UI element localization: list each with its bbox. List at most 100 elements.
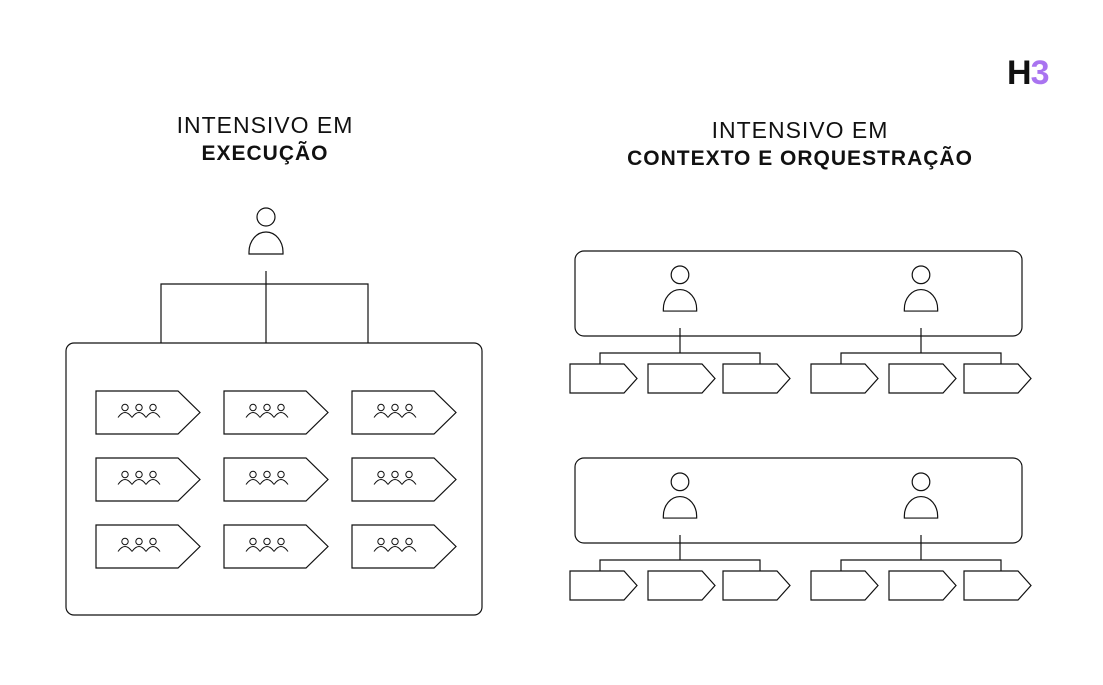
right-title-bold: CONTEXTO E ORQUESTRAÇÃO [627, 147, 973, 170]
task-card [223, 524, 329, 569]
team-member-body [387, 479, 403, 485]
connector-bracket [599, 559, 761, 571]
team-member-head [121, 470, 129, 479]
connector-bracket [840, 559, 1002, 571]
team-member-body [373, 546, 389, 552]
team-icon [245, 537, 289, 552]
team-member-body [273, 479, 289, 485]
team-member-body [145, 546, 161, 552]
right-title-light: INTENSIVO EM [711, 117, 889, 143]
person-head [670, 265, 690, 285]
team-member-body [145, 479, 161, 485]
team-member-head [277, 470, 285, 479]
team-member-head [405, 537, 413, 546]
task-arrow-box [810, 363, 879, 394]
team-icon [117, 537, 161, 552]
team-member-body [259, 412, 275, 418]
task-card [95, 457, 201, 502]
team-icon [373, 537, 417, 552]
connector-bracket [599, 352, 761, 364]
team-member-body [387, 546, 403, 552]
team-icon [245, 470, 289, 485]
team-member-body [373, 479, 389, 485]
task-card [223, 390, 329, 435]
task-arrow-box [722, 363, 791, 394]
team-member-body [401, 546, 417, 552]
task-arrow-box [569, 570, 638, 601]
team-icon [245, 403, 289, 418]
task-card [223, 457, 329, 502]
team-member-head [405, 470, 413, 479]
task-arrow-box [569, 363, 638, 394]
logo-letter: H [1007, 54, 1032, 92]
person-body [662, 496, 698, 519]
person-icon [903, 472, 939, 519]
task-card [351, 390, 457, 435]
team-member-body [373, 412, 389, 418]
team-member-head [391, 537, 399, 546]
h3-logo: H3 [1007, 54, 1050, 92]
left-title: INTENSIVO EM EXECUÇÃO [120, 111, 410, 168]
team-member-head [135, 537, 143, 546]
task-arrow-box [963, 363, 1032, 394]
left-title-light: INTENSIVO EM [176, 112, 354, 138]
team-member-head [277, 403, 285, 412]
person-body [903, 496, 939, 519]
person-head [670, 472, 690, 492]
team-icon [373, 470, 417, 485]
person-head [911, 265, 931, 285]
task-card [95, 390, 201, 435]
team-member-body [401, 412, 417, 418]
team-member-body [387, 412, 403, 418]
task-arrow-box [351, 457, 457, 502]
team-member-head [135, 403, 143, 412]
task-arrow-box [95, 457, 201, 502]
team-member-head [149, 470, 157, 479]
right-title: INTENSIVO EM CONTEXTO E ORQUESTRAÇÃO [560, 116, 1040, 173]
task-arrow-box [223, 457, 329, 502]
task-arrow-box [810, 570, 879, 601]
team-member-head [391, 470, 399, 479]
connector-bracket [840, 352, 1002, 364]
team-member-head [391, 403, 399, 412]
team-member-head [377, 470, 385, 479]
person-head [256, 207, 276, 227]
team-member-head [377, 403, 385, 412]
team-icon [373, 403, 417, 418]
team-member-body [273, 412, 289, 418]
person-head [911, 472, 931, 492]
team-member-body [245, 479, 261, 485]
task-card [351, 524, 457, 569]
team-member-head [135, 470, 143, 479]
team-member-head [263, 537, 271, 546]
logo-number: 3 [1030, 54, 1050, 92]
team-member-body [131, 479, 147, 485]
team-member-head [249, 537, 257, 546]
left-title-bold: EXECUÇÃO [201, 142, 329, 165]
task-card [351, 457, 457, 502]
team-member-body [117, 546, 133, 552]
orchestration-container [574, 457, 1023, 544]
task-arrow-box [95, 390, 201, 435]
task-arrow-box [963, 570, 1032, 601]
task-arrow-box [223, 524, 329, 569]
task-card [95, 524, 201, 569]
task-arrow-box [647, 570, 716, 601]
team-member-head [377, 537, 385, 546]
team-member-head [405, 403, 413, 412]
task-arrow-box [888, 363, 957, 394]
task-arrow-box [351, 524, 457, 569]
team-member-head [263, 403, 271, 412]
team-member-head [121, 403, 129, 412]
person-icon [248, 207, 284, 255]
team-member-body [117, 479, 133, 485]
execution-container [65, 342, 483, 616]
person-body [662, 289, 698, 312]
team-member-head [249, 403, 257, 412]
team-member-body [145, 412, 161, 418]
team-member-head [249, 470, 257, 479]
task-arrow-box [888, 570, 957, 601]
team-member-body [131, 546, 147, 552]
person-body [248, 231, 284, 255]
